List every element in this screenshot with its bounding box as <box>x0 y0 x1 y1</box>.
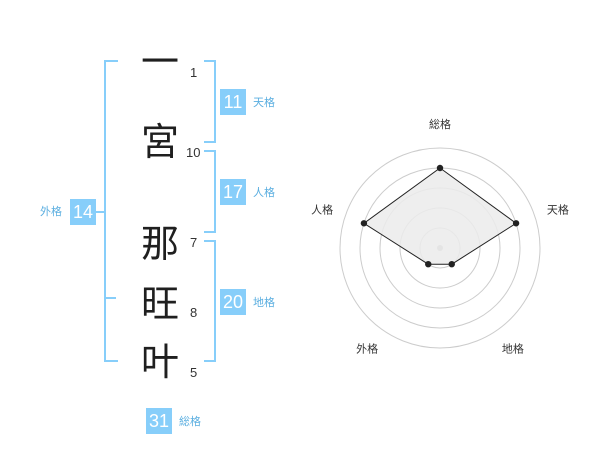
gaikaku-bracket-tick <box>104 297 116 299</box>
name-char-5: 叶 <box>141 340 180 384</box>
radar-axis-label-3: 地格 <box>502 341 524 355</box>
radar-axis-label-1: 総格 <box>429 117 451 131</box>
chikaku-label: 地格 <box>253 296 275 309</box>
soukaku-label: 総格 <box>179 415 201 428</box>
radar-ring-5 <box>339 147 541 349</box>
jinkaku-badge: 17 <box>220 179 246 205</box>
name-char-3: 那 <box>141 222 180 266</box>
radar-point-3 <box>448 260 455 268</box>
radar-axis-label-2: 天格 <box>547 203 569 217</box>
name-char-1: 一 <box>141 40 180 84</box>
radar-point-4 <box>425 260 432 268</box>
radar-axis-label-4: 外格 <box>356 341 378 355</box>
stroke-count-3: 7 <box>190 235 198 250</box>
jinkaku-label: 人格 <box>253 186 275 199</box>
radar-point-1 <box>436 164 444 172</box>
chikaku-bracket <box>204 240 216 362</box>
gaikaku-connector <box>96 211 104 213</box>
radar-area <box>363 167 517 265</box>
name-char-2: 宮 <box>141 120 180 164</box>
radar-axis-label-5: 人格 <box>311 203 333 217</box>
gaikaku-label: 外格 <box>40 205 62 218</box>
radar-point-5 <box>360 220 368 227</box>
tenkaku-label: 天格 <box>253 96 275 109</box>
gaikaku-badge: 14 <box>70 199 96 225</box>
gaikaku-bracket <box>104 60 118 362</box>
name-char-4: 旺 <box>141 282 180 326</box>
radar-point-2 <box>512 220 520 227</box>
tenkaku-bracket <box>204 60 216 143</box>
chikaku-badge: 20 <box>220 289 246 315</box>
stroke-count-1: 1 <box>190 65 198 80</box>
soukaku-badge: 31 <box>146 408 172 434</box>
stroke-count-2: 10 <box>186 145 201 160</box>
stroke-count-4: 8 <box>190 305 198 320</box>
tenkaku-badge: 11 <box>220 89 246 115</box>
stroke-count-5: 5 <box>190 365 198 380</box>
jinkaku-bracket <box>204 150 216 233</box>
